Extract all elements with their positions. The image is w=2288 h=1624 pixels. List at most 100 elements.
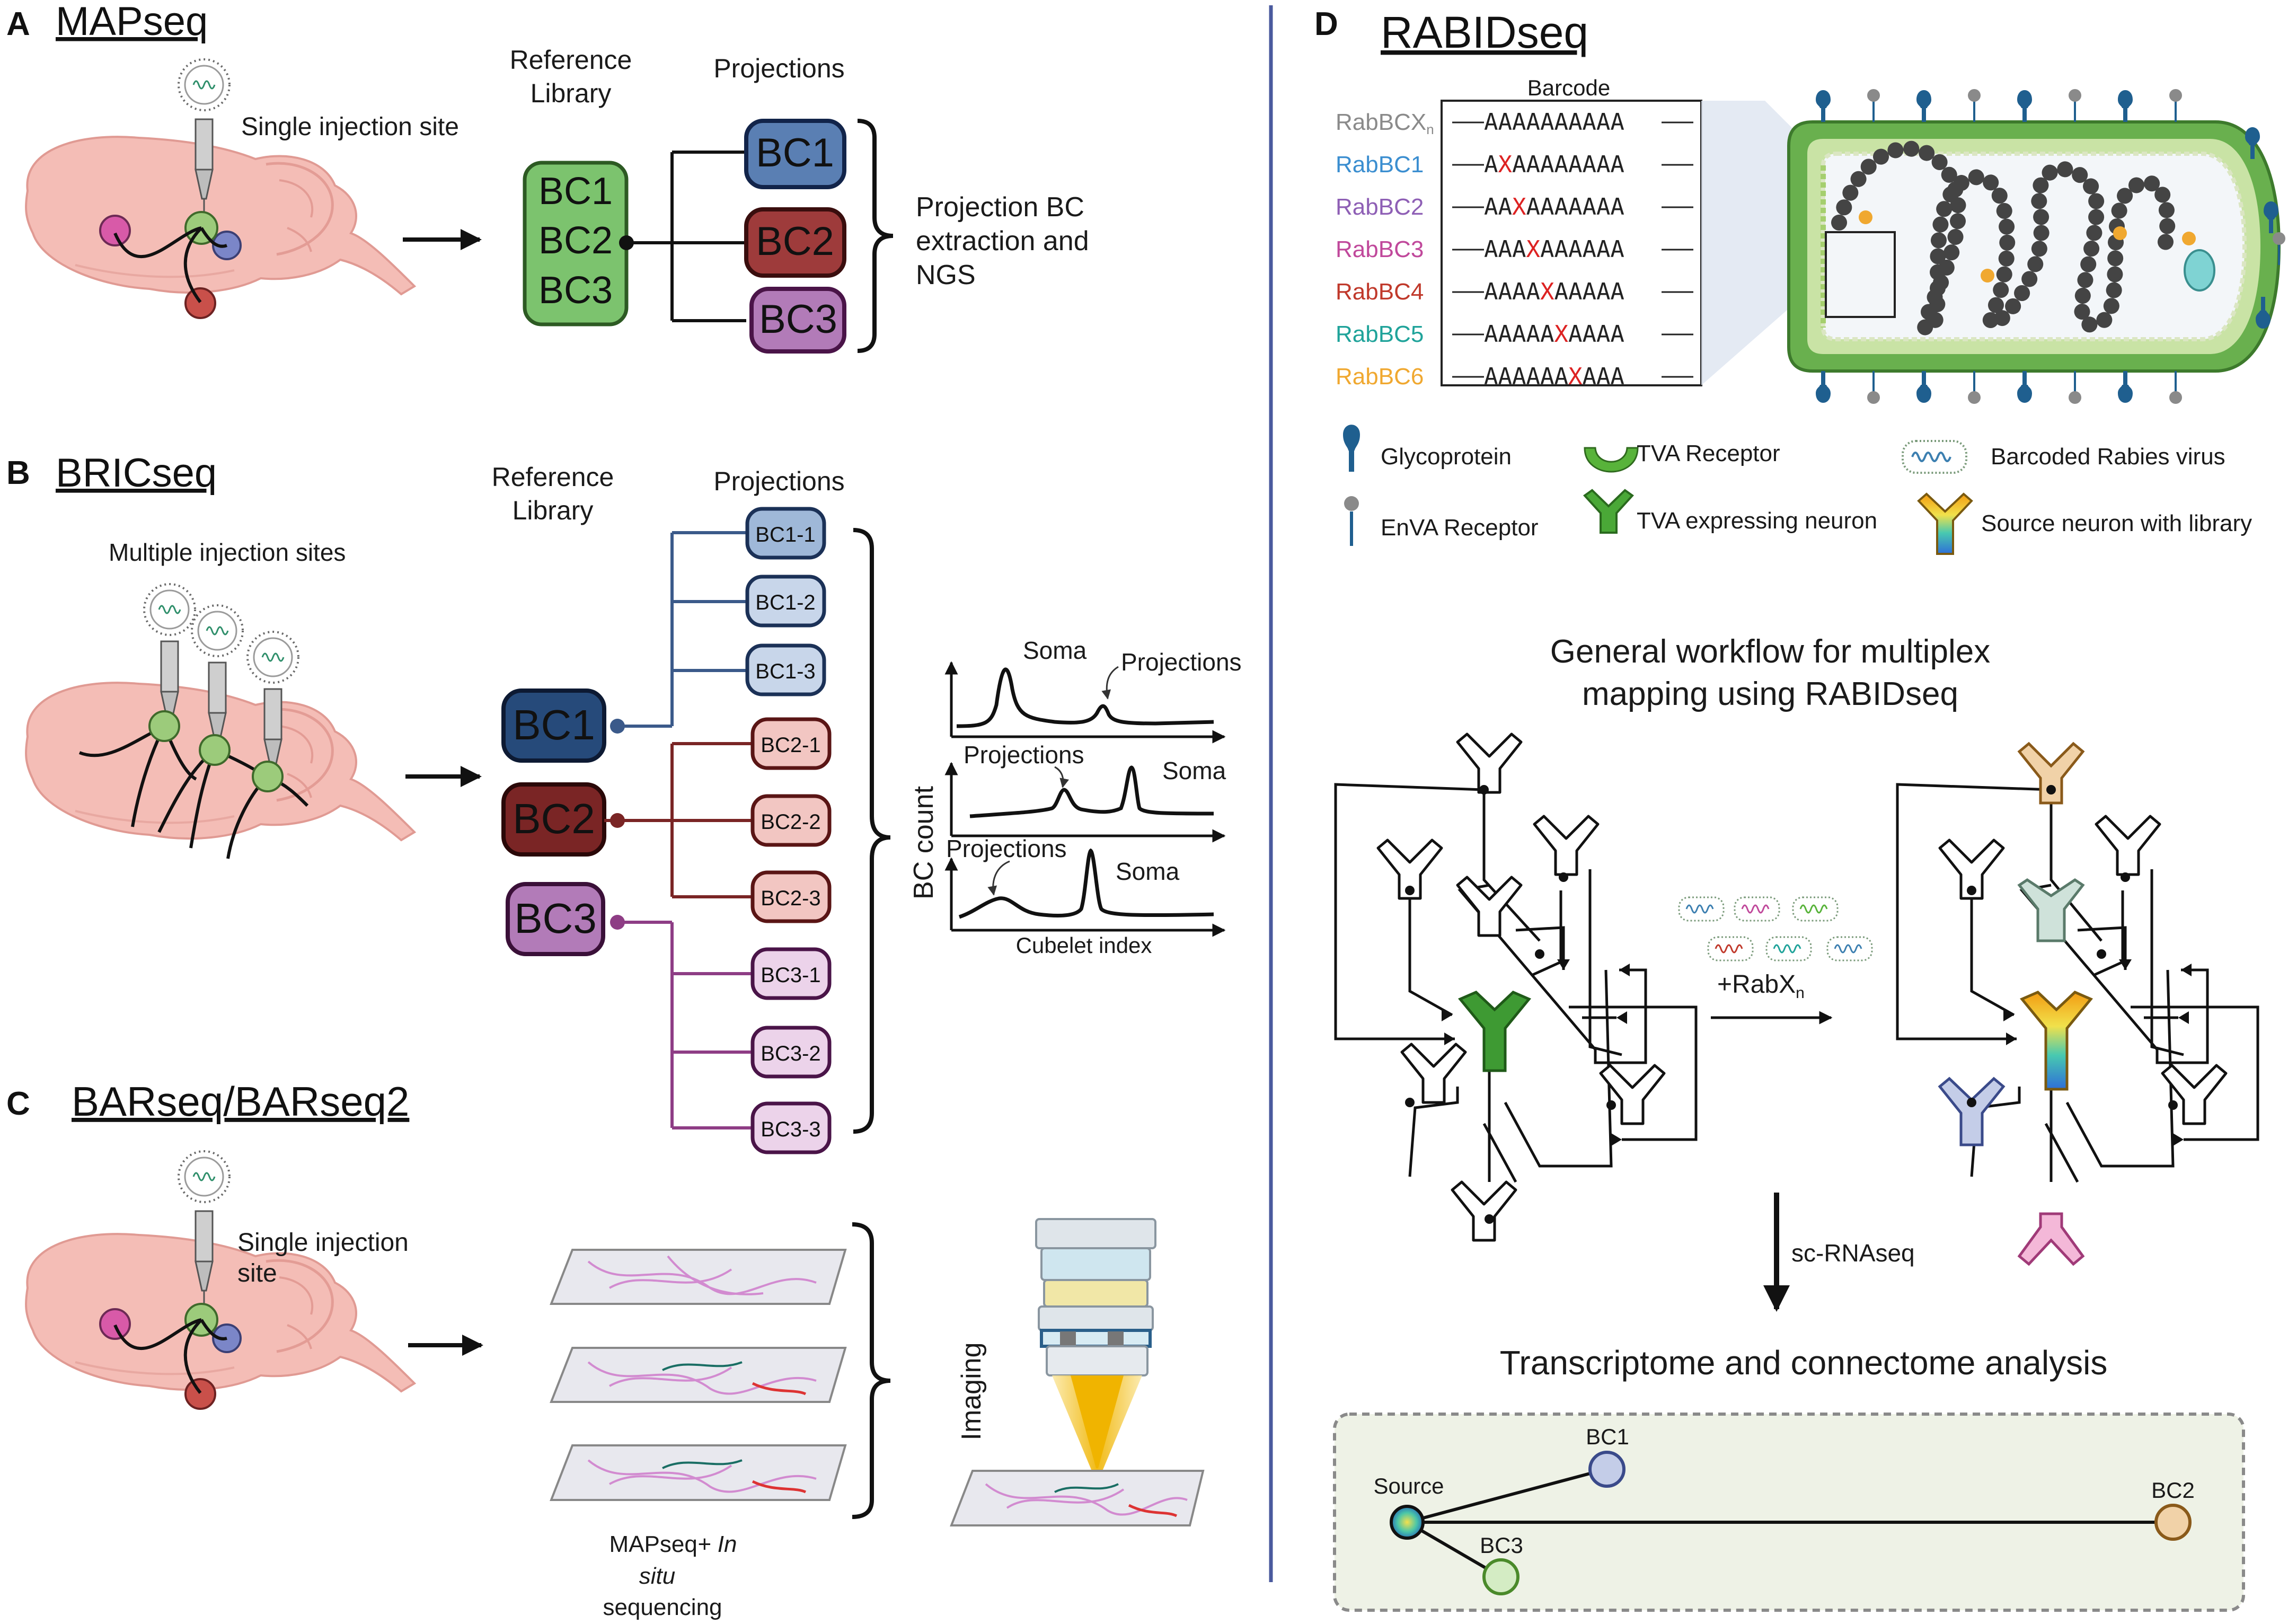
extraction-label: NGS [916,260,976,290]
target-pink [99,215,131,246]
barcode-pre: A [1484,151,1498,178]
panel-b-title: BRICseq [56,451,217,496]
bc1-label: BC1 [1586,1424,1629,1449]
source-node [1390,1505,1425,1540]
glycoprotein-spike [2017,371,2032,403]
proj-bc-box [744,207,846,278]
proj-bc-box [745,643,826,696]
glycoprotein-spike [1816,371,1831,403]
panel-b: B BRICseq Multiple injection sites Refer… [6,451,1242,1154]
bc1-node [1588,1451,1626,1488]
barcode-sequence: AAAXAAAAAA [1484,236,1624,263]
ref-bc: BC3 [514,895,597,942]
virus-icon [178,1150,231,1203]
enva-spike [2169,371,2182,404]
barcode-subscript: n [1426,121,1434,137]
bc3-node [1482,1558,1520,1595]
enva-spike [2069,371,2081,404]
microscope-objective-icon [1035,1218,1156,1473]
virus-icon [178,58,231,111]
multiple-injection-label: Multiple injection sites [109,539,346,566]
branch-lines [626,151,746,322]
barcode-pre: AAAAAA [1484,363,1568,390]
tva-neuron-icon [1583,489,1634,534]
barcode-pre: AA [1484,193,1512,220]
barcode-name: RabBC5 [1336,321,1424,347]
virus-icon [143,583,196,636]
barcode-mut: X [1498,151,1513,178]
tissue-slide [550,1249,847,1305]
ref-library-label-2: Library [513,496,594,525]
enva-spike [2069,89,2081,122]
glycoprotein-spike [2017,90,2032,122]
proj-bc-box [749,287,846,354]
brain-a [26,137,414,294]
workflow-title: mapping using RABIDseq [1582,676,1958,712]
rabies-virion-icon [1787,120,2281,373]
plot-pointer [1054,766,1069,788]
barcode-pre: AAA [1484,236,1526,263]
glycoprotein-spike [2118,90,2133,122]
barcode-sequence: AAAAAAXAAA [1484,363,1624,390]
injection-site [199,734,231,766]
barcode-sequence: AXAAAAAAAA [1484,151,1624,178]
plot-curve-3 [958,848,1214,919]
mapseq-caption: MAPseq+ In [609,1531,737,1557]
barcode-post: AAAAAAAAAA [1484,109,1624,136]
barcode-name: RabBC3 [1336,236,1424,262]
enva-receptor-icon [1344,496,1359,546]
bc2-label: BC2 [2151,1478,2195,1503]
barcode-pre: AAAAA [1484,321,1554,348]
enva-spike [1968,371,1981,404]
barcode-sequence: AAXAAAAAAA [1484,193,1624,220]
network-panel [1333,1413,2245,1612]
projections-label: Projections [713,466,844,496]
enva-spike [1968,89,1981,122]
panel-d-title: RABIDseq [1381,7,1588,57]
barcode-sequence: AAAAAXAAAA [1484,321,1624,348]
barcode-mut: X [1540,278,1554,305]
axon-paths [78,725,309,859]
neuron-network-after [1896,742,2259,1266]
panel-c: C BARseq/BARseq2 Single injection site [6,1078,1205,1620]
barcode-mut: X [1526,236,1540,263]
brace-b [853,528,891,1134]
proj-bc: BC3-2 [761,1042,820,1065]
projections-label: Projections [713,54,844,83]
rabx-text: +RabX [1717,970,1796,999]
proj-bc-box [750,1026,832,1079]
source-neuron-center [2019,991,2093,1091]
bc3-label: BC3 [1480,1533,1523,1558]
cubelet-index-label: Cubelet index [1016,933,1152,958]
proj-bc: BC3-3 [761,1118,820,1141]
plot-label-soma: Soma [1116,858,1180,885]
ref-bc-box [501,689,606,763]
proj-bc: BC2-3 [761,887,820,910]
enva-spike [1867,89,1880,122]
glycoprotein-spike [2245,127,2260,159]
proj-bc-box [745,507,826,560]
imaging-label: Imaging [956,1343,987,1441]
legend-enva: EnVA Receptor [1381,515,1539,541]
glycoprotein-spike [2118,371,2133,403]
workflow-title: General workflow for multiplex [1550,633,1990,670]
branch-lines-bc1 [617,531,747,728]
proj-bc: BC2-1 [761,734,820,757]
barcode-mut: X [1568,363,1583,390]
rabies-mix [1678,896,1873,961]
barcoded-rabies-icon [1902,440,1967,474]
rabx-label: +RabXn [1717,970,1805,1002]
enva-spike [2273,232,2285,265]
bc-count-axis-label: BC count [908,786,939,899]
legend-glycoprotein: Glycoprotein [1381,444,1512,470]
brain-c [26,1234,414,1391]
barcode-name: RabBC6 [1336,364,1424,390]
plot-pointer [987,860,1010,896]
glycoprotein-spike [1916,371,1931,403]
glycoprotein-icon [1343,425,1360,472]
ref-bc: BC2 [513,795,595,842]
proj-bc: BC1-2 [755,591,815,614]
source-label: Source [1373,1473,1444,1498]
